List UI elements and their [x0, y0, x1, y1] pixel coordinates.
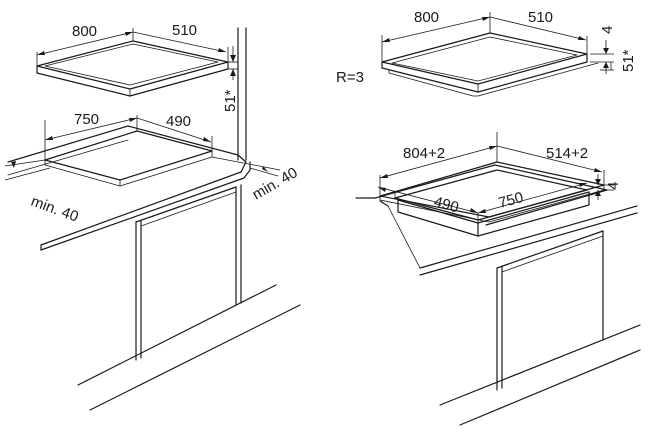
right-hob-height-label: 51* [620, 49, 637, 72]
left-hob-width-label: 800 [72, 23, 97, 40]
left-dim-510: 510 [132, 22, 229, 62]
left-wall [237, 27, 247, 161]
left-dim-750: 750 [44, 111, 138, 160]
left-dim-490: 490 [136, 113, 213, 151]
right-cabinet [496, 230, 604, 391]
right-cutout-depth-label: 490 [432, 193, 461, 216]
right-hob-depth-label: 510 [528, 9, 553, 26]
left-dim-800: 800 [36, 23, 134, 66]
left-countertop [7, 125, 251, 251]
right-hob [381, 32, 599, 97]
right-dim-800: 800 [381, 9, 491, 62]
left-cutout-depth-label: 490 [166, 113, 191, 130]
right-dim-recess-height: 4 [595, 174, 622, 200]
left-hob-depth-label: 510 [172, 22, 197, 39]
left-dim-min40-side: min. 40 [211, 156, 301, 203]
left-hob [36, 40, 229, 97]
right-cutout-width-label: 750 [497, 189, 526, 212]
right-recess-width-label: 804+2 [403, 145, 445, 162]
left-min-front-label: min. 40 [29, 193, 81, 226]
left-floor [77, 284, 301, 411]
left-drawing: 800 510 51* [4, 22, 301, 411]
right-hob-width-label: 800 [414, 9, 439, 26]
right-dim-cutout: 490 750 [377, 182, 588, 228]
left-dim-min40-front: min. 40 [4, 159, 81, 226]
right-frame-height-label: 4 [599, 26, 616, 34]
right-recess-height-label: 4 [605, 182, 622, 190]
right-drawing: 800 510 4 51* R=3 [336, 9, 641, 426]
left-cutout-width-label: 750 [74, 111, 99, 128]
right-countertop [355, 161, 638, 276]
right-dim-510: 510 [489, 9, 588, 54]
right-recess-depth-label: 514+2 [546, 145, 588, 162]
left-dim-51: 51* [222, 46, 239, 112]
right-floor [439, 324, 641, 426]
right-corner-radius-label: R=3 [336, 69, 364, 86]
right-dim-514: 514+2 [496, 145, 605, 185]
left-cabinet [135, 184, 242, 361]
left-hob-height-label: 51* [222, 89, 239, 112]
right-dim-heights: 4 51* [590, 26, 637, 74]
right-dim-804: 804+2 [379, 132, 498, 196]
